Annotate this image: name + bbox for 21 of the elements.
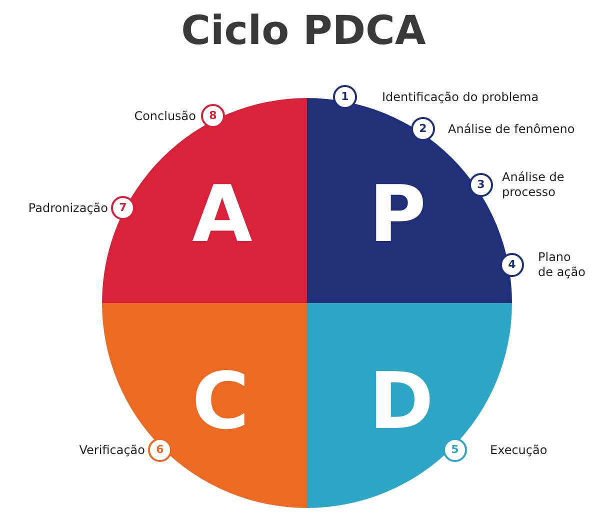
step-number-badge: 5 [443,438,467,462]
title: Ciclo PDCA [180,8,427,54]
step-label: Execução [490,443,548,458]
step-label: Análise de processo [502,170,566,200]
step-number-badge: 6 [148,438,172,462]
step-number-badge: 1 [333,85,357,109]
step-label: Conclusão [133,109,196,124]
step-label: Análise de fenômeno [448,122,576,137]
step-label: Identificação do problema [382,90,540,105]
quadrant-letter: C [192,363,250,441]
step-label: Verificação [78,443,145,458]
quadrant-letter: A [192,176,252,254]
quadrant-letter: P [369,176,426,254]
quadrant-letter: D [369,363,434,441]
step-number-badge: 4 [500,253,524,277]
step-label: Padronização [27,201,108,216]
step-label: Plano de ação [538,250,586,280]
step-number-badge: 3 [469,173,493,197]
step-number-badge: 8 [201,104,225,128]
step-number-badge: 7 [111,196,135,220]
step-number-badge: 2 [411,117,435,141]
